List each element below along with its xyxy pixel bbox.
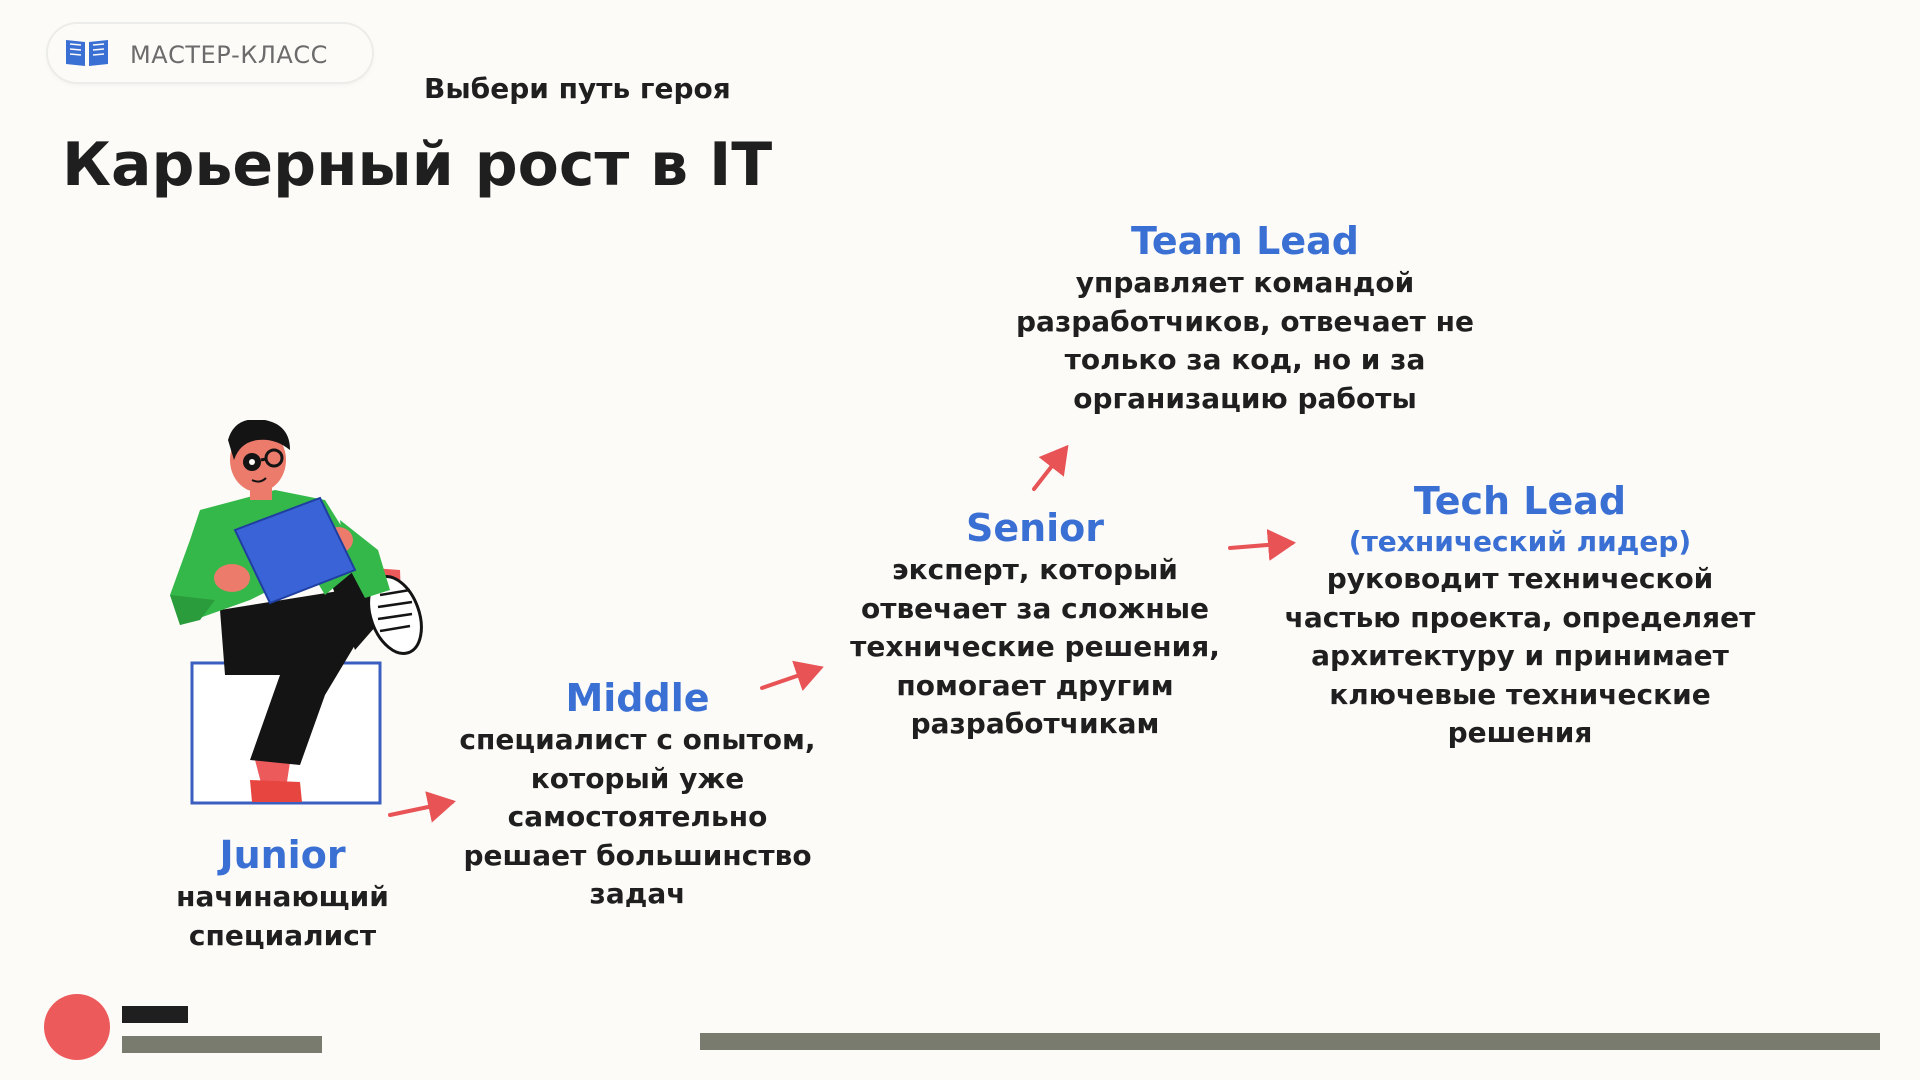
role-team-lead-description: управляет командой разработчиков, отвеча… bbox=[1016, 266, 1474, 415]
role-senior: Senior эксперт, который отвечает за слож… bbox=[845, 505, 1225, 744]
role-tech-lead: Tech Lead (технический лидер) руководит … bbox=[1270, 478, 1770, 753]
badge-label: МАСТЕР-КЛАСС bbox=[130, 41, 328, 69]
arrow-junior-to-middle-icon bbox=[388, 791, 456, 823]
decorative-gray-bar bbox=[122, 1036, 322, 1053]
role-junior: Junior начинающий специалист bbox=[150, 832, 415, 955]
role-middle-name: Middle bbox=[565, 676, 710, 720]
page-subtitle: Выбери путь героя bbox=[424, 72, 731, 105]
role-senior-description: эксперт, который отвечает за сложные тех… bbox=[850, 553, 1220, 740]
decorative-long-bar bbox=[700, 1033, 1880, 1050]
role-middle: Middle специалист с опытом, который уже … bbox=[450, 675, 825, 914]
masterclass-badge: МАСТЕР-КЛАСС bbox=[48, 24, 372, 82]
page-title: Карьерный рост в IT bbox=[62, 130, 773, 200]
decorative-dark-bar bbox=[122, 1006, 188, 1023]
role-tech-lead-description: руководит технической частью проекта, оп… bbox=[1284, 562, 1756, 749]
role-middle-description: специалист с опытом, который уже самосто… bbox=[459, 723, 816, 910]
decorative-red-dot bbox=[44, 994, 110, 1060]
arrow-senior-to-teamlead-icon bbox=[1032, 444, 1069, 491]
arrow-middle-to-senior-icon bbox=[760, 660, 824, 691]
role-junior-description: начинающий специалист bbox=[176, 880, 389, 952]
arrow-senior-to-techlead-icon bbox=[1228, 528, 1296, 561]
person-with-tablet-illustration bbox=[140, 419, 440, 810]
role-junior-name: Junior bbox=[219, 833, 346, 877]
role-team-lead-name: Team Lead bbox=[1131, 219, 1359, 263]
open-book-icon bbox=[64, 36, 110, 68]
role-team-lead: Team Lead управляет командой разработчик… bbox=[995, 218, 1495, 418]
role-tech-lead-subtitle: (технический лидер) bbox=[1348, 525, 1692, 558]
role-senior-name: Senior bbox=[965, 506, 1105, 550]
role-tech-lead-name: Tech Lead bbox=[1413, 479, 1627, 523]
